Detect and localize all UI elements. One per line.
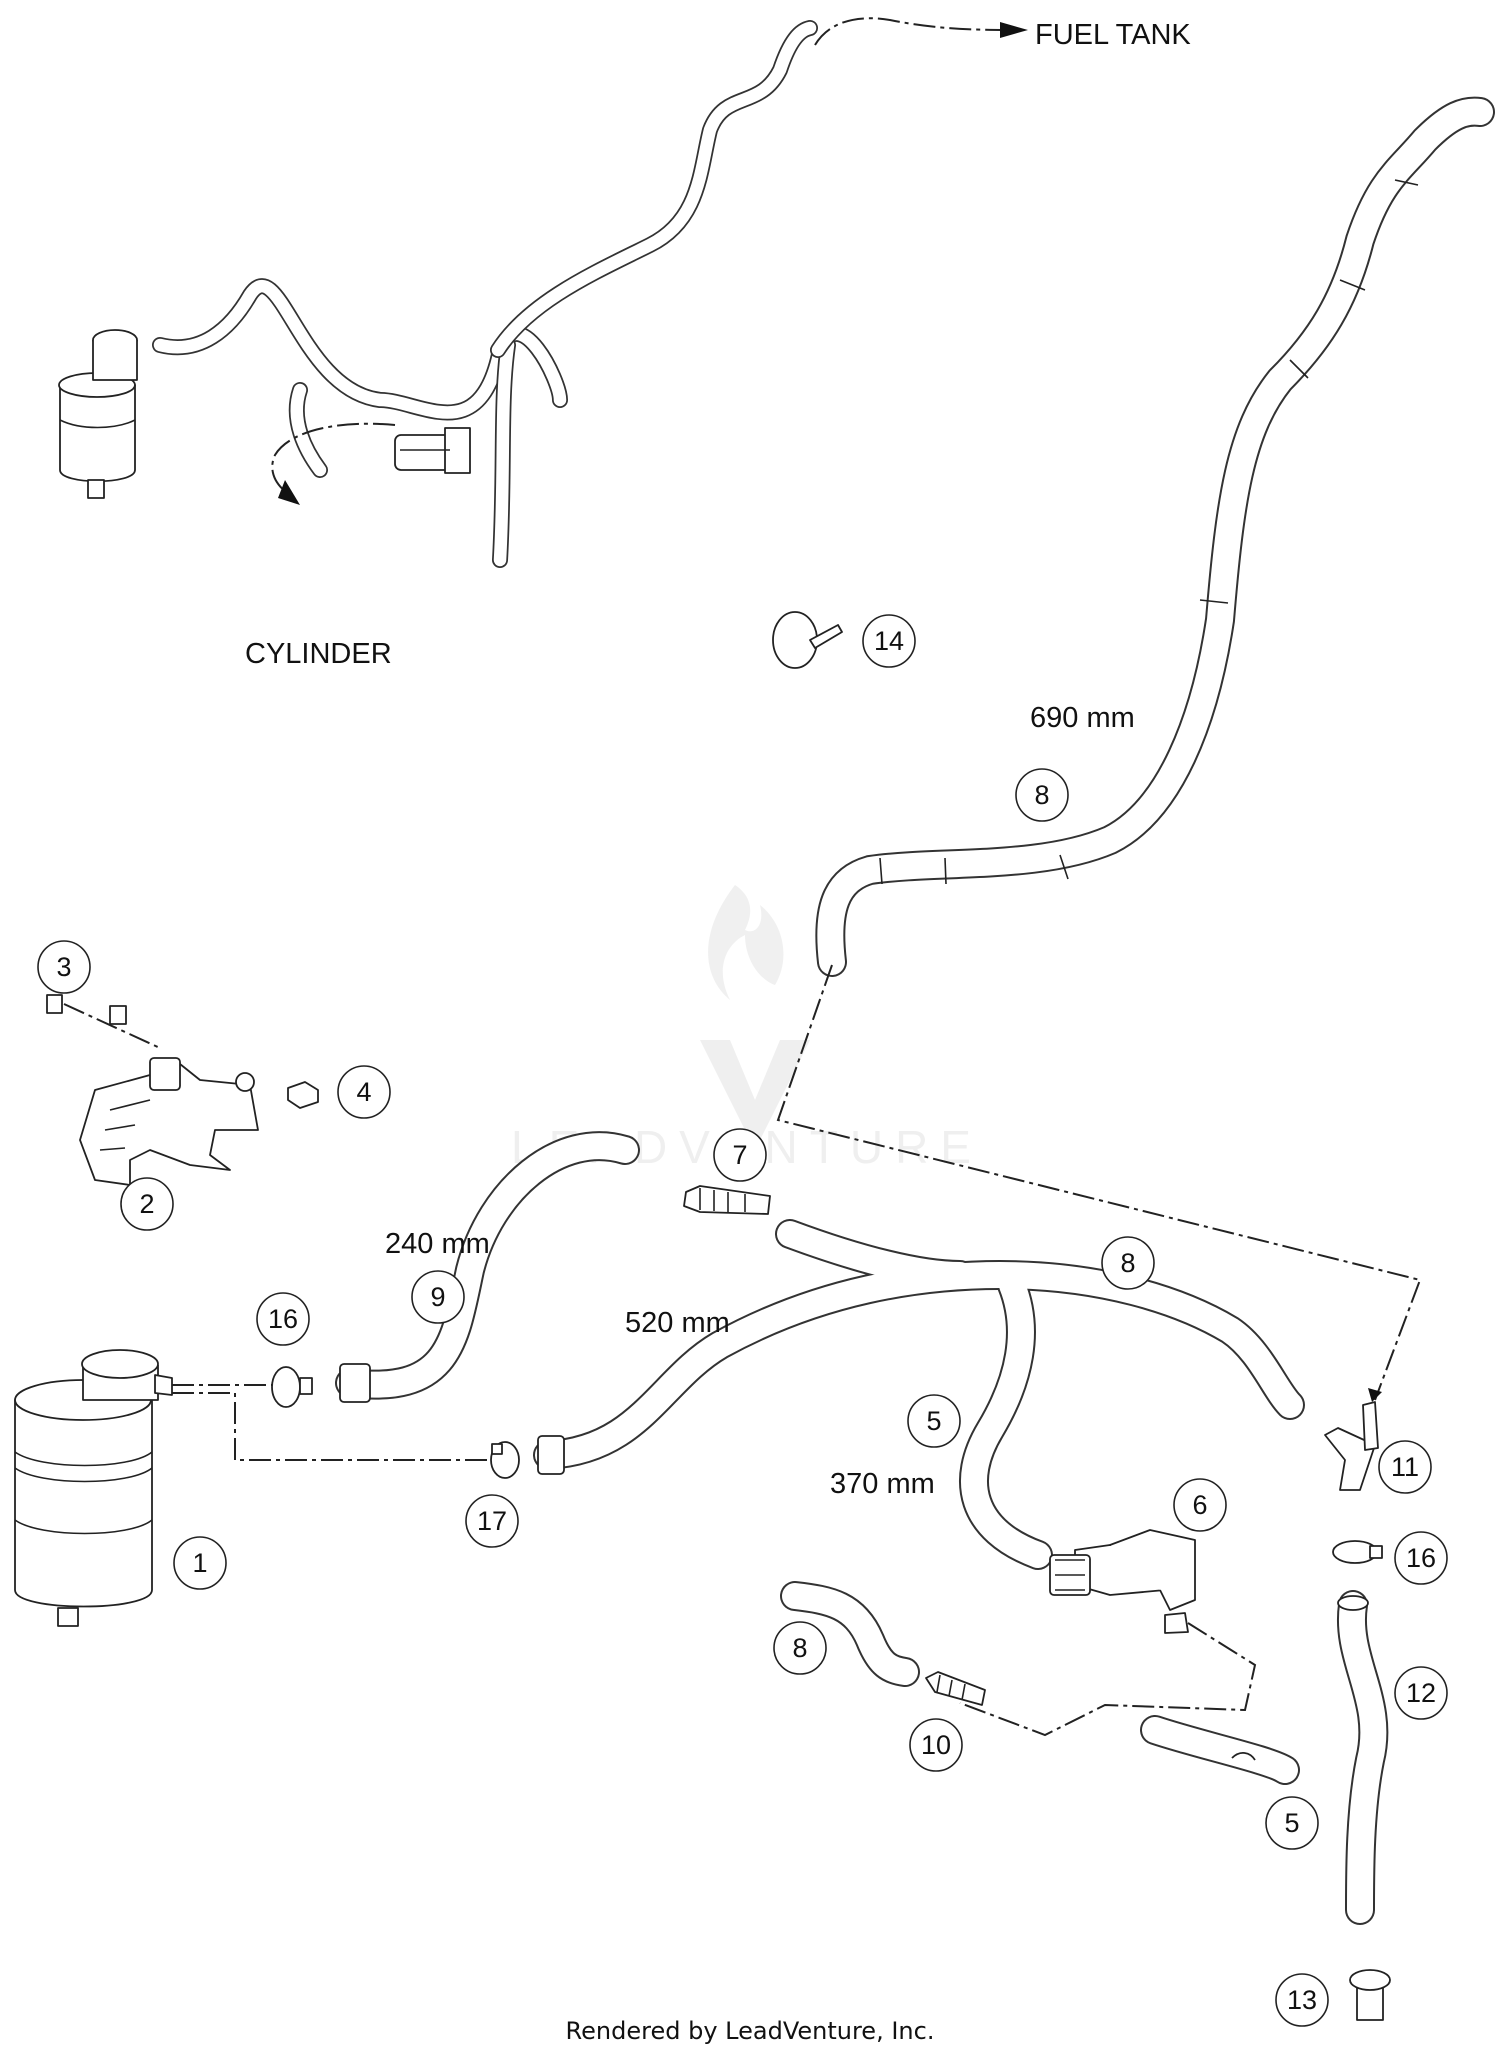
callout-16b: 16: [1394, 1531, 1448, 1585]
callout-13: 13: [1275, 1973, 1329, 2027]
svg-text:16: 16: [1406, 1543, 1436, 1573]
svg-text:5: 5: [1284, 1808, 1299, 1838]
callout-6: 6: [1173, 1478, 1227, 1532]
svg-text:9: 9: [430, 1282, 445, 1312]
hose-5-lower: [1140, 1715, 1300, 1785]
footer-credit: Rendered by LeadVenture, Inc.: [565, 2017, 935, 2045]
hose-8-mid: [533, 1219, 1305, 1570]
clamp-17: [490, 1441, 520, 1479]
cap-13: [1349, 1969, 1391, 2021]
svg-text:3: 3: [56, 952, 71, 982]
callout-8a: 8: [1015, 768, 1069, 822]
valve-6: [1049, 1529, 1196, 1634]
hose-8-long: [815, 96, 1495, 977]
fitting-10: [925, 1671, 986, 1706]
svg-text:13: 13: [1287, 1985, 1317, 2015]
svg-text:8: 8: [1120, 1248, 1135, 1278]
callout-8b: 8: [1101, 1236, 1155, 1290]
canister-mini: [58, 329, 138, 499]
callout-14: 14: [862, 614, 916, 668]
cylinder-label: CYLINDER: [245, 638, 392, 670]
screws-3: [46, 994, 161, 1049]
callout-4: 4: [337, 1065, 391, 1119]
callout-16a: 16: [256, 1292, 310, 1346]
length-690-label: 690 mm: [1030, 702, 1135, 734]
bracket-2: [79, 1057, 259, 1186]
callout-10: 10: [909, 1718, 963, 1772]
svg-text:2: 2: [139, 1189, 154, 1219]
svg-text:4: 4: [356, 1077, 371, 1107]
svg-text:7: 7: [732, 1140, 747, 1170]
overview-assembly: FUEL TANK CYLINDER: [58, 17, 1191, 670]
callout-11: 11: [1378, 1440, 1432, 1494]
callout-3: 3: [37, 940, 91, 994]
svg-text:10: 10: [921, 1730, 951, 1760]
hose-9: [335, 1131, 640, 1403]
hose-8-short: [780, 1581, 920, 1687]
callout-2: 2: [120, 1177, 174, 1231]
svg-text:6: 6: [1192, 1490, 1207, 1520]
fuel-tank-label: FUEL TANK: [1035, 19, 1191, 51]
callout-8c: 8: [773, 1621, 827, 1675]
nut-4: [287, 1081, 319, 1109]
svg-text:11: 11: [1391, 1452, 1419, 1482]
valve-mini: [394, 427, 471, 474]
canister-1: [14, 1349, 173, 1627]
length-520-label: 520 mm: [625, 1307, 730, 1339]
svg-text:1: 1: [192, 1548, 207, 1578]
svg-text:8: 8: [792, 1633, 807, 1663]
cable-tie-14: [772, 611, 843, 669]
svg-text:16: 16: [268, 1304, 298, 1334]
callout-7: 7: [713, 1128, 767, 1182]
callout-5b: 5: [1265, 1796, 1319, 1850]
hose-12: [1336, 1590, 1389, 1925]
callout-17: 17: [465, 1494, 519, 1548]
svg-text:8: 8: [1034, 780, 1049, 810]
callout-9: 9: [411, 1270, 465, 1324]
svg-text:14: 14: [874, 626, 904, 656]
svg-text:12: 12: [1406, 1678, 1436, 1708]
length-240-label: 240 mm: [385, 1228, 490, 1260]
svg-text:17: 17: [477, 1506, 507, 1536]
callout-12: 12: [1394, 1666, 1448, 1720]
clamp-16-left: [271, 1366, 313, 1408]
callout-5a: 5: [907, 1394, 961, 1448]
callout-1: 1: [173, 1536, 227, 1590]
fitting-11: [1324, 1401, 1379, 1491]
svg-text:5: 5: [926, 1406, 941, 1436]
clamp-16-right: [1332, 1540, 1383, 1564]
length-370-label: 370 mm: [830, 1468, 935, 1500]
fitting-7: [683, 1185, 771, 1215]
